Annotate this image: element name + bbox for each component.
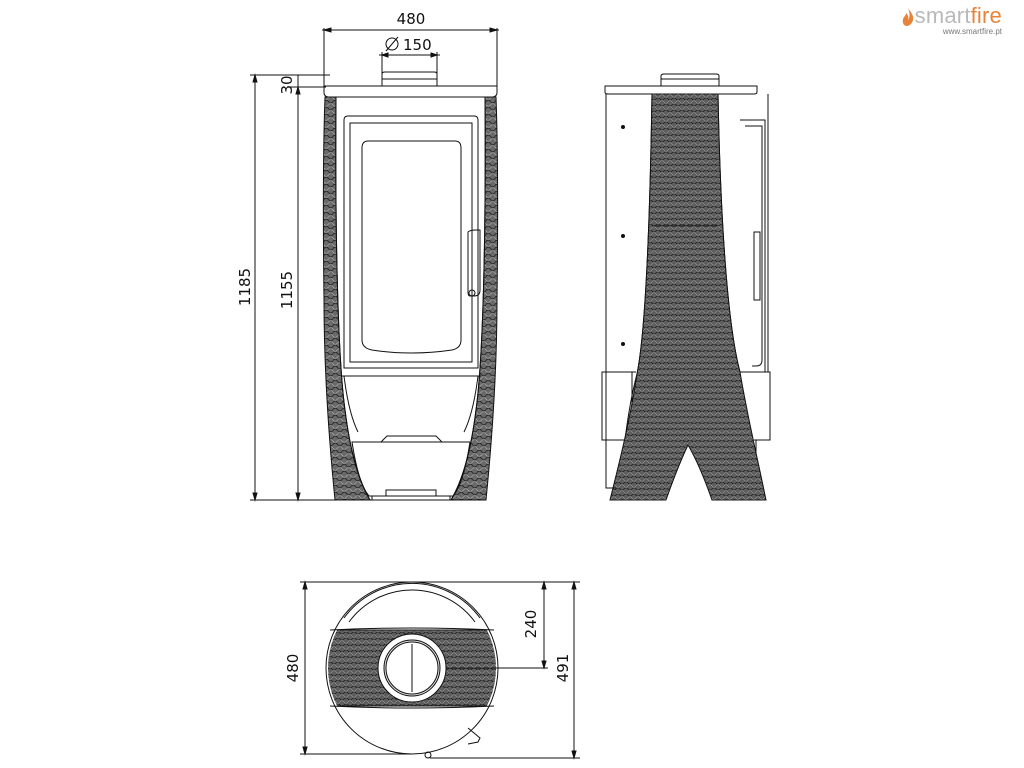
body-height-label: 1155 bbox=[278, 271, 296, 309]
brand-name: smartfire bbox=[901, 4, 1002, 28]
door-glass bbox=[361, 140, 462, 354]
total-height-label: 1185 bbox=[236, 268, 254, 306]
brand-name-main: smart bbox=[914, 3, 971, 28]
side-handle bbox=[753, 231, 761, 301]
dim-top-depth: 491 bbox=[430, 580, 580, 760]
right-lattice-panel bbox=[450, 96, 499, 501]
front-door bbox=[343, 115, 479, 369]
dim-top-width: 480 bbox=[284, 580, 412, 756]
dim-width-front: 480 bbox=[322, 10, 499, 86]
brand-logo: smartfire www.smartfire.pt bbox=[901, 4, 1002, 36]
front-view: 480 150 bbox=[236, 10, 499, 502]
dim-top-offset: 240 bbox=[412, 580, 580, 670]
brand-url: www.smartfire.pt bbox=[942, 27, 1002, 36]
door-handle bbox=[467, 229, 481, 297]
top-offset-label: 240 bbox=[522, 610, 540, 639]
dim-flue-diameter: 150 bbox=[379, 36, 440, 78]
top-depth-label: 491 bbox=[554, 654, 572, 683]
flame-icon bbox=[902, 8, 913, 27]
ash-drawer bbox=[379, 435, 444, 443]
width-label: 480 bbox=[397, 10, 426, 28]
side-lattice bbox=[609, 93, 767, 501]
flue-collar bbox=[381, 71, 438, 86]
dim-heights: 1185 1155 30 bbox=[236, 73, 372, 502]
flue-diameter-label: 150 bbox=[403, 36, 432, 54]
top-width-label: 480 bbox=[284, 654, 302, 683]
side-view bbox=[601, 73, 771, 501]
flue-height-label: 30 bbox=[278, 75, 296, 94]
left-lattice-panel bbox=[322, 96, 371, 501]
brand-name-accent: fire bbox=[970, 3, 1002, 28]
top-view: 480 240 491 bbox=[284, 580, 580, 760]
